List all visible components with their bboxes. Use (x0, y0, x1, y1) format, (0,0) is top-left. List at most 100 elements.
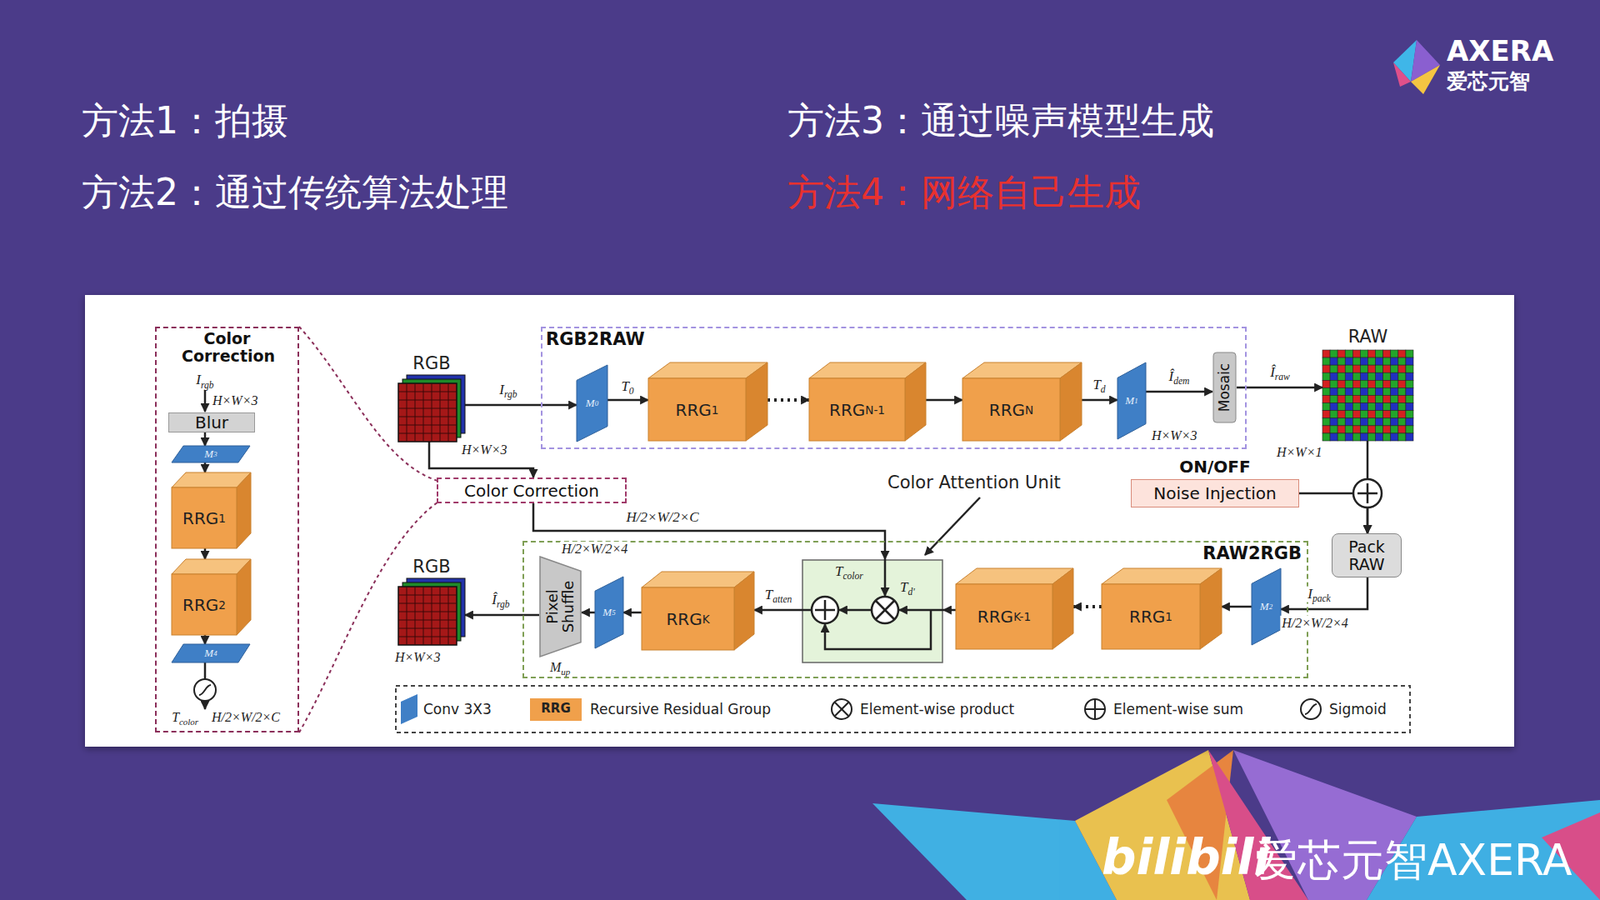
bayer-cell (1337, 350, 1345, 358)
bayer-cell (1345, 365, 1353, 373)
bayer-cell (1345, 387, 1353, 395)
rrg-cube: RRGN-1 (809, 362, 926, 441)
tensor-label: H×W×3 (393, 650, 442, 665)
legend-symbol (1094, 699, 1096, 720)
block-label: RRGN-1 (809, 378, 905, 441)
bayer-cell (1360, 380, 1368, 388)
bayer-cell (1383, 418, 1391, 426)
bayer-cell (1375, 410, 1384, 419)
bayer-cell (1322, 372, 1330, 380)
flow-arrow (1221, 605, 1252, 609)
bayer-cell (1330, 418, 1338, 426)
bayer-cell (1337, 395, 1345, 404)
block-label: RRG1 (171, 487, 237, 549)
rect-shape (398, 383, 457, 442)
conv-layer: M5 (595, 576, 624, 649)
subscript: d' (907, 586, 915, 598)
logo-facet (1393, 62, 1411, 87)
rrg-cube: RRG2 (171, 559, 251, 635)
bayer-cell (1405, 403, 1414, 411)
bayer-cell (1368, 410, 1376, 419)
conv-shape (171, 445, 250, 463)
bayer-cell (1337, 433, 1345, 441)
node-outline (809, 362, 926, 441)
bayer-cell (1330, 372, 1338, 380)
flow-arrow (204, 548, 207, 560)
tensor-label: Irgb (194, 371, 215, 389)
sum-symbol (1353, 479, 1382, 508)
legend-text: Element-wise product (860, 700, 1015, 719)
rotated-label: Pixel Shuffle (545, 573, 577, 640)
bayer-cell (1390, 350, 1399, 358)
bayer-cell (1322, 425, 1330, 434)
bayer-cell (1383, 372, 1391, 380)
legend-symbol (1300, 699, 1321, 720)
bayer-cell (1345, 425, 1353, 434)
dashed-group: RGB2RAWM0RRG1RRGN-1RRGNM1Mosaic (540, 326, 1247, 450)
bayer-cell (1352, 433, 1360, 441)
rrg-cube: RRG1 (1101, 568, 1222, 650)
bayer-cell (1398, 372, 1406, 380)
bayer-cell (1368, 387, 1376, 395)
bayer-cell (1330, 365, 1338, 373)
corner-decoration (872, 750, 1600, 900)
flow-arrow (607, 399, 649, 402)
edge-label: Tatten (763, 587, 795, 604)
mosaic-shape (1213, 352, 1236, 423)
bayer-cell (1322, 433, 1330, 441)
watermark: 爱芯元智AXERA (1254, 835, 1573, 886)
image-title: RGB (398, 353, 465, 374)
image-title: RAW (1322, 326, 1414, 347)
bayer-cell (1345, 350, 1353, 358)
product-symbol (871, 596, 899, 624)
bayer-cell (1345, 410, 1353, 419)
bayer-cell (1383, 425, 1391, 434)
bayer-cell (1398, 350, 1406, 358)
bayer-cell (1383, 403, 1391, 411)
bayer-cell (1383, 365, 1391, 373)
sum-cross (1366, 483, 1370, 504)
group-title: RGB2RAW (545, 330, 645, 350)
pixel-shuffle: Pixel Shuffle (539, 555, 582, 658)
bayer-cell (1383, 350, 1391, 358)
flow-arrow (754, 609, 802, 612)
edge-label: H/2×W/2×C (624, 510, 700, 526)
legend-symbol (1085, 699, 1105, 720)
legend-symbol (835, 702, 849, 716)
zoom-panel: Color CorrectionBlurM3RRG1RRG2M4 (155, 326, 300, 733)
cube-side (1060, 362, 1082, 441)
edge-label: Îraw (1268, 365, 1292, 381)
subscript: rgb (496, 599, 510, 610)
bayer-cell (1368, 380, 1376, 388)
rrg-cube: RRGN (962, 362, 1082, 441)
bayer-cell (1398, 365, 1406, 373)
leader-line (925, 497, 980, 555)
image-tensor: RAW (1322, 326, 1414, 441)
conv-label: M4 (171, 644, 250, 663)
tensor-label: Mup (548, 660, 572, 675)
bayer-cell (1360, 403, 1368, 411)
bayer-cell (1398, 380, 1406, 388)
box-label: Noise Injection (1131, 480, 1299, 507)
bayer-cell (1390, 395, 1399, 404)
bayer-cell (1390, 410, 1399, 419)
bayer-cell (1360, 387, 1368, 395)
bayer-cell (1337, 387, 1345, 395)
block-label: RRG1 (1101, 584, 1200, 650)
subscript: up (560, 666, 570, 677)
legend-text: Sigmoid (1329, 700, 1387, 719)
legend-symbol (835, 702, 849, 716)
cube-front (641, 587, 735, 650)
bayer-cell (1337, 365, 1345, 373)
sigmoid-symbol (194, 679, 216, 701)
subscript: raw (1275, 371, 1290, 383)
bayer-cell (1360, 410, 1368, 419)
unit-box (802, 560, 943, 663)
bayer-cell (1405, 350, 1414, 358)
bayer-cell (1360, 418, 1368, 426)
dashed-group: RAW2RGBM2RRG1RRGK-1TcolorTd'RRGKM5Pixel … (522, 540, 1309, 679)
group-title: RAW2RGB (1202, 544, 1302, 564)
bayer-cell (1383, 395, 1391, 404)
bayer-cell (1352, 380, 1360, 388)
bayer-cell (1360, 357, 1368, 365)
